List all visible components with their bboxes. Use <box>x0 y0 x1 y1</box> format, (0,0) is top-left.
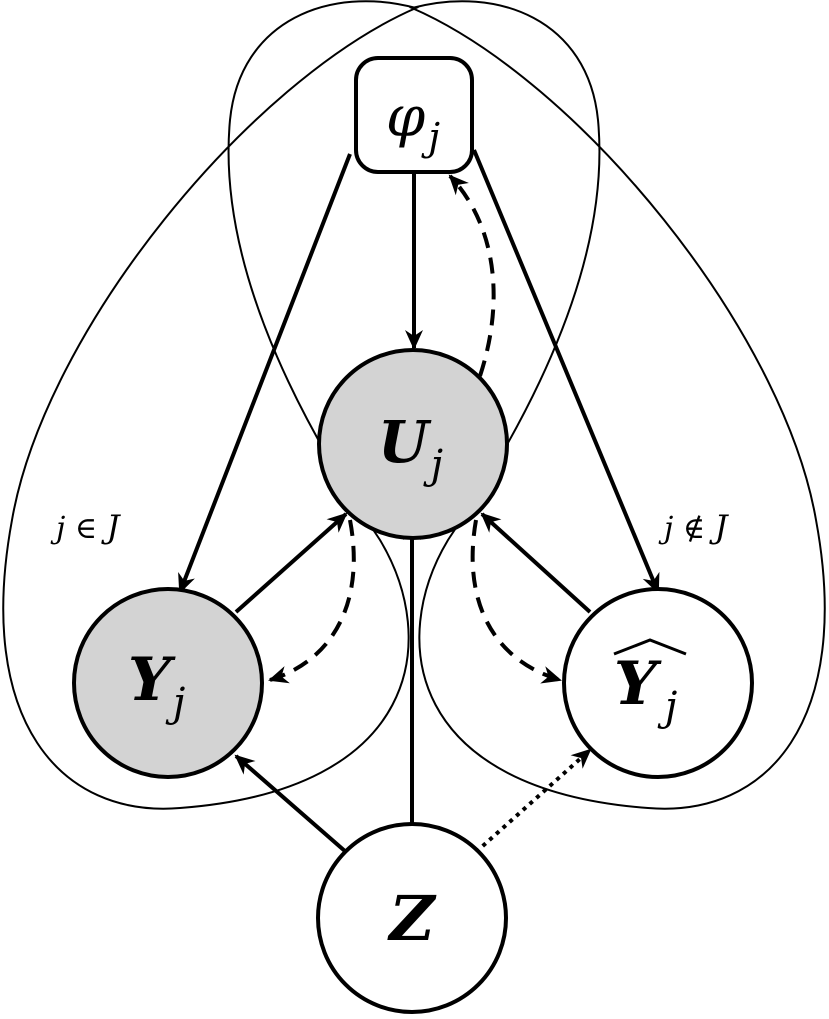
edge-y-to-u <box>234 512 348 614</box>
node-y-circle <box>72 587 264 779</box>
node-y-label: Yj <box>128 645 185 726</box>
node-yhat-hat <box>613 638 687 656</box>
plate-left-outline <box>2 0 420 810</box>
node-z-label: Z <box>386 882 437 955</box>
node-phi: φj <box>354 56 474 174</box>
edge-z-to-y <box>234 754 348 854</box>
plate-right-outline <box>408 0 826 810</box>
edge-yhat-to-u <box>480 512 592 614</box>
node-z: Z <box>316 822 508 1014</box>
node-u-circle <box>317 348 509 540</box>
node-u: Uj <box>317 348 509 540</box>
edge-u-to-yhat-dashed <box>470 519 562 684</box>
node-z-circle <box>316 822 508 1014</box>
edge-u-to-y-dashed <box>268 519 356 684</box>
edge-z-to-yhat-dotted <box>474 748 592 854</box>
node-yhat-circle <box>562 587 754 779</box>
edges <box>178 149 660 854</box>
edge-phi-to-y <box>178 153 352 594</box>
plate-left-label: j ∈ J <box>50 508 122 546</box>
plate-left <box>2 0 420 810</box>
edge-phi-to-yhat <box>472 149 660 594</box>
plate-right <box>408 0 826 810</box>
node-y: Yj <box>72 587 264 779</box>
node-phi-box <box>354 56 474 174</box>
edge-u-to-phi-dashed <box>448 174 496 377</box>
plate-right-label: j ∉ J <box>658 508 730 546</box>
